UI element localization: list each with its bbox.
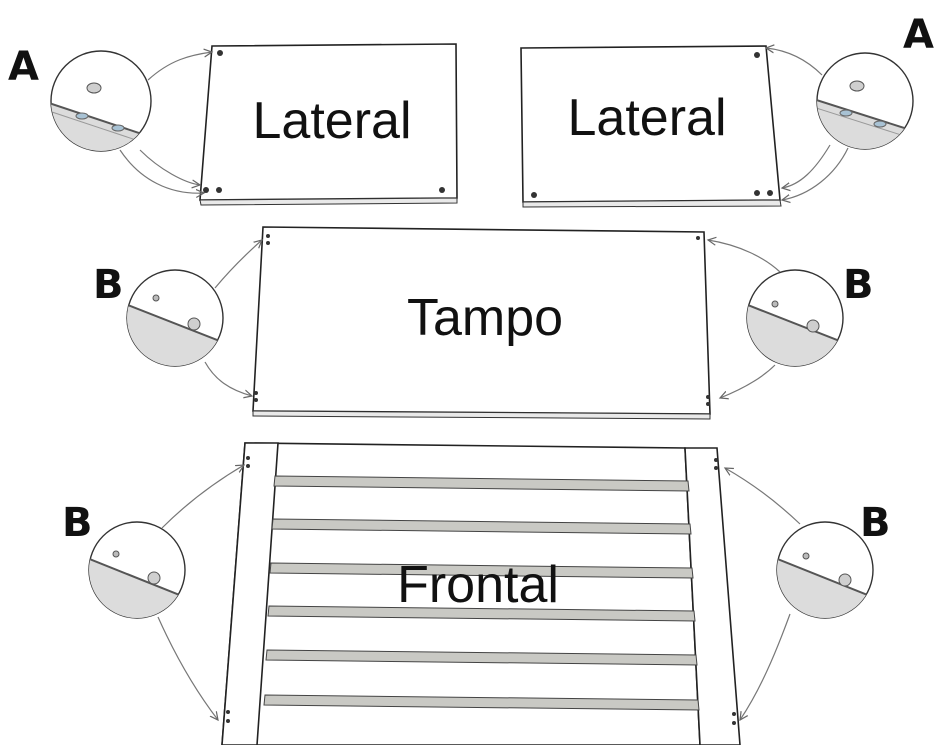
panel-label-lateral-left: Lateral (253, 92, 412, 150)
panel-label-tampo: Tampo (407, 289, 563, 347)
detail-magnifier-b-middle-left (126, 269, 224, 367)
arrow-a-left-bottom2 (139, 149, 200, 185)
panel-label-lateral-right: Lateral (568, 89, 727, 147)
arrow-b-middle-left-top (214, 240, 262, 289)
arrow-a-left-top (147, 52, 212, 81)
panel-label-frontal: Frontal (397, 556, 559, 614)
marker-a-top-right: A (903, 12, 934, 58)
panel-lateral-right: Lateral (520, 45, 782, 208)
panel-tampo: Tampo (252, 226, 711, 420)
detail-magnifier-b-bottom-left (88, 521, 186, 619)
marker-a-top-left: A (8, 44, 39, 90)
detail-magnifier-a-right (816, 52, 914, 150)
arrows (119, 48, 849, 720)
panel-frontal: Frontal (221, 442, 741, 745)
arrow-b-bottom-left-top (161, 465, 244, 529)
arrow-b-middle-right-bottom (720, 364, 776, 398)
marker-b-middle-right: B (843, 262, 874, 308)
detail-magnifier-a-left (50, 50, 152, 152)
arrow-b-middle-right-top (708, 240, 781, 273)
marker-b-bottom-left: B (62, 500, 93, 546)
detail-magnifier-b-bottom-right (776, 521, 874, 619)
marker-b-bottom-right: B (860, 500, 891, 546)
panel-lateral-left: Lateral (199, 43, 458, 206)
arrow-a-right-top (766, 48, 823, 76)
detail-magnifier-b-middle-right (746, 269, 844, 367)
arrow-a-right-bottom2 (782, 144, 831, 188)
arrow-b-middle-left-bottom (204, 361, 252, 396)
arrow-b-bottom-right-top (725, 468, 801, 525)
arrow-a-right-bottom (782, 147, 849, 200)
arrow-b-bottom-left-bottom (157, 616, 218, 720)
marker-b-middle-left: B (93, 262, 124, 308)
arrow-a-left-bottom (119, 149, 204, 193)
arrow-b-bottom-right-bottom (740, 613, 791, 720)
